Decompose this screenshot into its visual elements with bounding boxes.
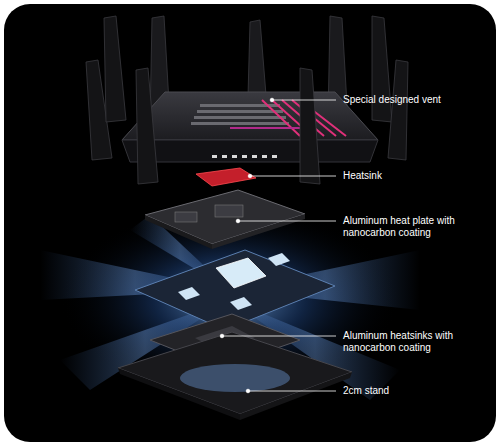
dark-panel	[4, 4, 496, 442]
led	[212, 155, 217, 158]
callout-label: Special designed vent	[343, 94, 441, 106]
antenna	[248, 20, 266, 96]
callout-label: Aluminum heatsinks with nanocarbon coati…	[343, 330, 461, 354]
antenna	[388, 60, 408, 160]
antenna	[136, 68, 158, 184]
heat-plate	[145, 190, 305, 244]
leader-line	[222, 336, 336, 337]
plate-block	[175, 212, 197, 222]
leader-dot	[270, 98, 274, 102]
leader-line	[238, 221, 336, 222]
leader-line	[272, 100, 336, 101]
base-glow	[180, 364, 290, 392]
heat-plate-edge	[212, 214, 305, 249]
led	[252, 155, 257, 158]
chip	[230, 297, 252, 310]
led	[272, 155, 277, 158]
rgb-stripe	[262, 100, 300, 136]
callout-label: 2cm stand	[343, 385, 389, 397]
vent-slats	[191, 104, 289, 125]
router-base	[118, 332, 352, 414]
antenna	[372, 16, 392, 122]
plate-block	[215, 205, 243, 217]
led	[232, 155, 237, 158]
processor-chip	[216, 258, 266, 288]
leader-dot	[246, 389, 250, 393]
leader-line	[250, 176, 336, 177]
led	[262, 155, 267, 158]
vent-slat	[191, 122, 289, 125]
vent-slat	[197, 110, 283, 113]
led	[242, 155, 247, 158]
leader-dot	[220, 334, 224, 338]
vent-slat	[194, 116, 286, 119]
chip	[268, 253, 290, 266]
red-heatsink	[196, 168, 256, 186]
leader-lines	[220, 98, 336, 393]
router-front	[122, 140, 378, 162]
antenna	[300, 68, 320, 184]
rgb-stripes	[230, 100, 346, 136]
router-top	[122, 92, 378, 140]
antenna	[104, 16, 126, 122]
led	[222, 155, 227, 158]
rgb-stripe	[230, 127, 300, 129]
leader-dot	[248, 174, 252, 178]
callout-label: Heatsink	[343, 170, 382, 182]
leader-line	[248, 391, 336, 392]
leader-dot	[236, 219, 240, 223]
chip	[178, 287, 200, 300]
callout-label: Aluminum heat plate with nanocarbon coat…	[343, 215, 461, 239]
led-row	[212, 155, 277, 158]
